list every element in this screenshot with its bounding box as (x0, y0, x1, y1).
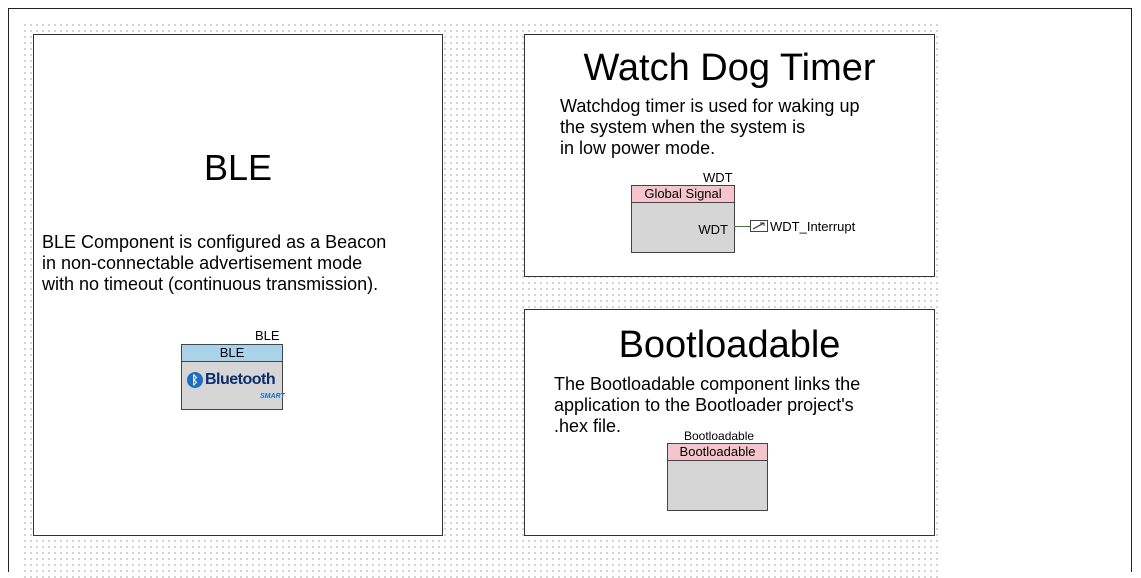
wdt-terminal-label: WDT (698, 222, 728, 237)
ble-annotation-panel: BLE BLE Component is configured as a Bea… (33, 34, 443, 536)
bootloadable-description: The Bootloadable component links the app… (554, 374, 861, 436)
bootloadable-annotation-panel: Bootloadable The Bootloadable component … (524, 309, 935, 536)
ble-instance-name: BLE (255, 328, 280, 343)
ble-component[interactable]: BLE ᛒ Bluetooth SMART (181, 344, 285, 410)
ble-title: BLE (203, 147, 273, 188)
bluetooth-wordmark: Bluetooth (205, 371, 276, 388)
ble-description: BLE Component is configured as a Beacon … (42, 232, 387, 294)
wdt-instance-name: WDT (703, 170, 733, 185)
bootloadable-instance-name: Bootloadable (684, 429, 755, 443)
interrupt-icon (752, 222, 765, 230)
wdt-global-signal-component[interactable]: Global Signal WDT (631, 185, 735, 253)
bootloadable-title: Bootloadable (618, 324, 841, 366)
wdt-annotation-panel: Watch Dog Timer Watchdog timer is used f… (524, 34, 935, 277)
schematic-frame (8, 8, 1132, 572)
interrupt-label: WDT_Interrupt (770, 219, 856, 234)
bluetooth-icon: ᛒ (187, 372, 203, 388)
bluetooth-smart-text: SMART (260, 393, 285, 400)
wdt-description: Watchdog timer is used for waking up the… (560, 96, 860, 158)
wdt-component-header: Global Signal (632, 186, 734, 203)
wdt-title: Watch Dog Timer (583, 47, 876, 89)
bluetooth-logo: ᛒ Bluetooth (187, 371, 276, 389)
interrupt-component[interactable] (750, 220, 768, 232)
wdt-wire (734, 226, 750, 227)
bootloadable-component[interactable]: Bootloadable (667, 443, 768, 511)
ble-component-header: BLE (182, 345, 282, 362)
bootloadable-component-header: Bootloadable (668, 444, 767, 461)
